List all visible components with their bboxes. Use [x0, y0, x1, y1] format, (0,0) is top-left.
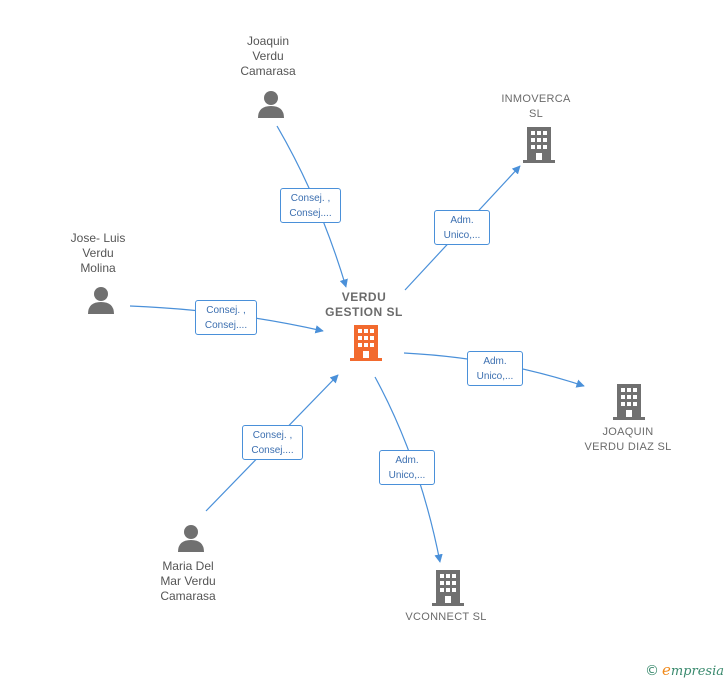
brand-name: mpresia [670, 664, 724, 679]
building-icon[interactable] [523, 127, 555, 163]
edge-label-center-to-vconnect[interactable]: Adm. Unico,... [379, 450, 435, 485]
person-icon[interactable] [176, 523, 206, 553]
edge-label-jose-luis-to-center[interactable]: Consej. , Consej.... [195, 300, 257, 335]
building-icon[interactable] [432, 570, 464, 606]
edge-label-center-to-joaquin-diaz[interactable]: Adm. Unico,... [467, 351, 523, 386]
person-icon[interactable] [86, 285, 116, 315]
node-label-joaquin-verdu-diaz-sl[interactable]: JOAQUIN VERDU DIAZ SL [584, 426, 672, 453]
edge-label-joaquin-to-center[interactable]: Consej. , Consej.... [280, 188, 341, 223]
copyright-symbol: © [644, 663, 659, 679]
node-label-vconnect-sl[interactable]: VCONNECT SL [405, 611, 487, 623]
node-label-jose-luis-verdu-molina[interactable]: Jose- Luis Verdu Molina [70, 231, 126, 275]
person-icon[interactable] [256, 89, 286, 119]
brand-initial: e [661, 661, 671, 679]
node-label-inmoverca-sl[interactable]: INMOVERCA SL [501, 93, 571, 120]
main-building-icon[interactable] [350, 325, 382, 361]
node-label-maria-del-mar-verdu-camarasa[interactable]: Maria Del Mar Verdu Camarasa [160, 559, 216, 603]
node-label-verdu-gestion-sl[interactable]: VERDU GESTION SL [325, 290, 403, 319]
brand-logo: ©empresia [645, 661, 724, 679]
building-icon[interactable] [613, 384, 645, 420]
node-label-joaquin-verdu-camarasa[interactable]: Joaquin Verdu Camarasa [240, 34, 296, 78]
edge-label-center-to-inmoverca[interactable]: Adm. Unico,... [434, 210, 490, 245]
edge-label-maria-to-center[interactable]: Consej. , Consej.... [242, 425, 303, 460]
